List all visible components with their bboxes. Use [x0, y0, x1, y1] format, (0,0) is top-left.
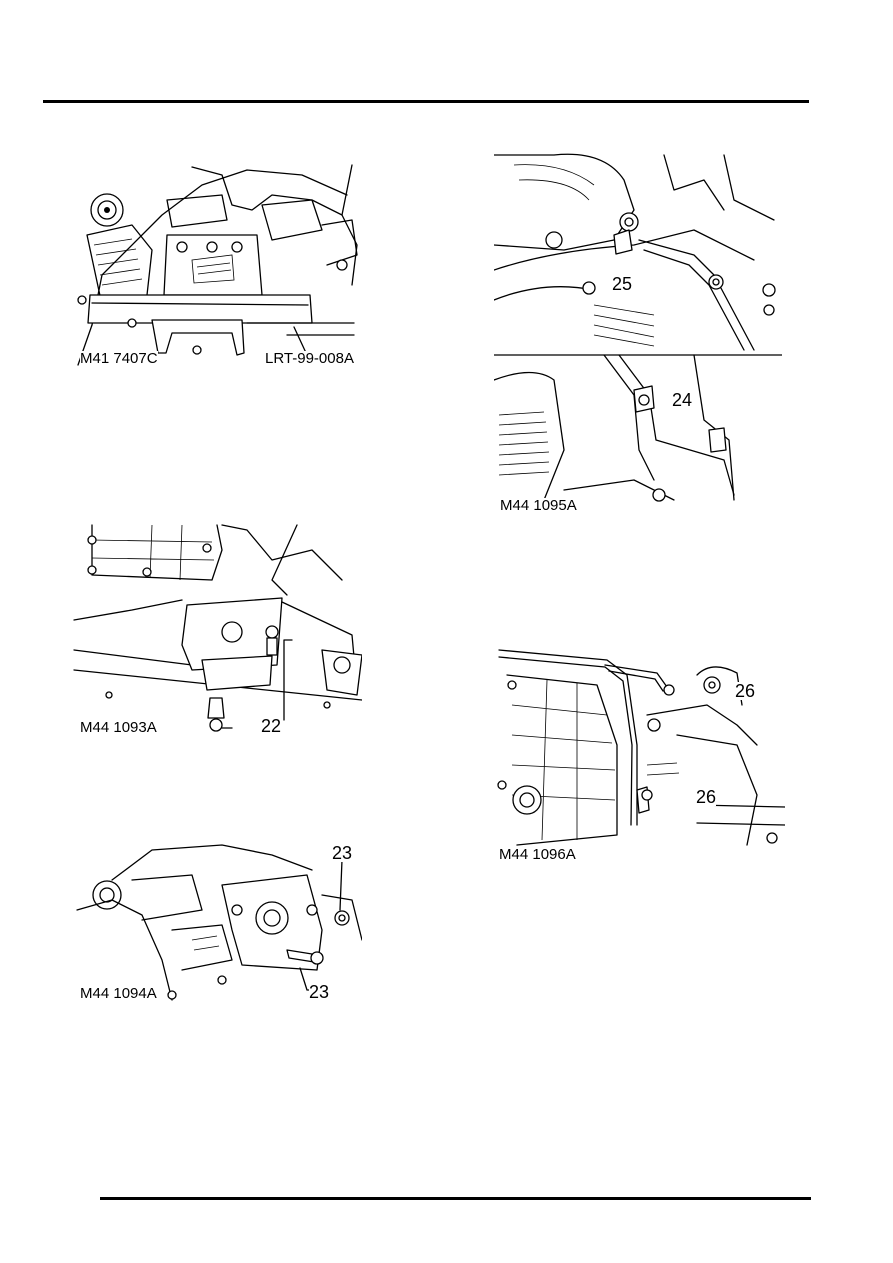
callout-23-bottom: 23 [309, 982, 330, 1002]
figure-m44-1095a-illustration [494, 153, 782, 502]
callout-26-bottom: 26 [696, 787, 717, 807]
callout-22: 22 [261, 716, 282, 736]
figure-m44-1093a: M44 1093A 22 [72, 520, 362, 735]
figure-m44-1095a-id: M44 1095A [500, 497, 577, 514]
figure-m41-7407c-tool-label: LRT-99-008A [265, 350, 354, 367]
figure-m44-1096a-id: M44 1096A [499, 846, 576, 863]
footer-rule [100, 1197, 811, 1200]
figure-m44-1094a-illustration [76, 844, 362, 1001]
figure-m44-1093a-id: M44 1093A [80, 719, 157, 736]
figure-m44-1095a: 25 24 M44 1095A [494, 150, 782, 515]
callout-26-top: 26 [735, 681, 756, 701]
header-rule [43, 100, 809, 103]
figure-m44-1094a: 23 M44 1094A 23 [72, 840, 362, 1005]
figure-m44-1093a-illustration [73, 524, 362, 732]
figure-m44-1094a-id: M44 1094A [80, 985, 157, 1002]
callout-24: 24 [672, 390, 693, 410]
figure-m41-7407c-illustration [77, 164, 358, 366]
callout-23-top: 23 [332, 843, 353, 863]
figure-m41-7407c: M41 7407C LRT-99-008A [72, 155, 362, 370]
callout-25: 25 [612, 274, 633, 294]
figure-m44-1096a: 26 26 M44 1096A [497, 645, 785, 865]
figure-m44-1096a-illustration [497, 649, 785, 846]
figure-m41-7407c-id: M41 7407C [80, 350, 158, 367]
